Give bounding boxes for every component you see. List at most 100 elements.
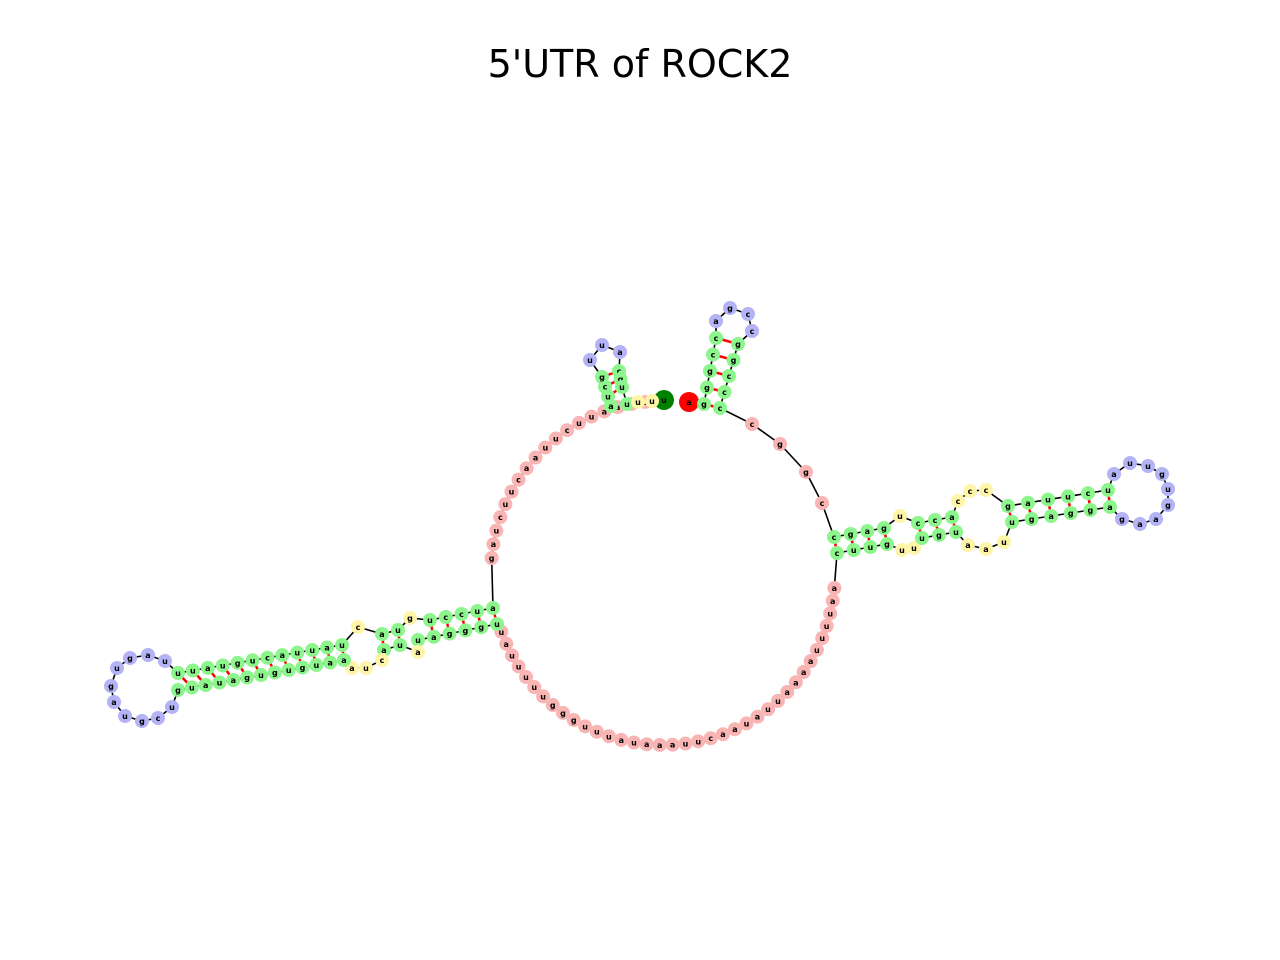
svg-text:u: u — [635, 398, 641, 407]
svg-text:a: a — [865, 527, 870, 536]
svg-text:u: u — [851, 546, 857, 555]
svg-text:g: g — [127, 654, 133, 663]
svg-text:u: u — [1105, 486, 1111, 495]
stem-nucleotide: u — [915, 531, 929, 545]
svg-text:u: u — [542, 444, 548, 453]
five-prime-end: u — [654, 390, 674, 410]
svg-text:a: a — [755, 713, 760, 722]
internal-loop-nucleotide: c — [979, 483, 993, 497]
exterior-loop-nucleotide: u — [571, 415, 586, 430]
svg-text:c: c — [835, 549, 840, 558]
svg-text:u: u — [395, 626, 401, 635]
stem-nucleotide: a — [426, 629, 441, 644]
svg-text:a: a — [617, 348, 622, 357]
svg-text:a: a — [490, 604, 495, 613]
svg-text:a: a — [608, 402, 613, 411]
svg-text:c: c — [265, 654, 270, 663]
svg-text:c: c — [820, 499, 825, 508]
svg-text:u: u — [867, 543, 873, 552]
svg-text:c: c — [956, 497, 961, 506]
svg-text:u: u — [824, 622, 830, 631]
svg-text:c: c — [984, 486, 989, 495]
stem-nucleotide: g — [731, 337, 745, 351]
exterior-loop-nucleotide: c — [511, 472, 526, 487]
svg-text:g: g — [1159, 470, 1165, 479]
stem-nucleotide: g — [697, 397, 711, 411]
svg-text:a: a — [491, 540, 496, 549]
stem-nucleotide: g — [1001, 499, 1015, 513]
internal-loop-nucleotide: u — [997, 535, 1011, 549]
exterior-loop-nucleotide: u — [578, 719, 593, 734]
internal-loop-nucleotide: u — [359, 661, 373, 675]
svg-text:g: g — [235, 659, 241, 668]
hairpin-loop-nucleotide: c — [745, 324, 759, 338]
svg-text:u: u — [899, 546, 905, 555]
svg-text:g: g — [881, 524, 887, 533]
exterior-loop-nucleotide: a — [827, 580, 842, 595]
svg-text:u: u — [531, 683, 537, 692]
svg-text:c: c — [722, 388, 727, 397]
svg-text:g: g — [175, 686, 181, 695]
base-pair-layer — [177, 336, 1112, 689]
exterior-loop-nucleotide: g — [566, 713, 581, 728]
stem-nucleotide: a — [275, 648, 290, 663]
svg-text:u: u — [1127, 459, 1133, 468]
stem-nucleotide: c — [722, 369, 736, 383]
stem-nucleotide: u — [949, 525, 963, 539]
svg-text:u: u — [493, 527, 499, 536]
svg-text:c: c — [718, 404, 723, 413]
svg-text:g: g — [139, 717, 145, 726]
svg-text:c: c — [714, 334, 719, 343]
stem-nucleotide: g — [1063, 506, 1078, 520]
stem-nucleotide: g — [595, 370, 609, 384]
stem-nucleotide: c — [260, 650, 275, 665]
stem-nucleotide: a — [226, 673, 241, 687]
svg-text:a: a — [644, 740, 649, 749]
stem-nucleotide: a — [323, 655, 338, 670]
svg-text:g: g — [936, 531, 942, 540]
svg-text:c: c — [746, 310, 751, 319]
exterior-loop-nucleotide: a — [716, 727, 731, 742]
svg-text:a: a — [231, 676, 236, 685]
svg-text:u: u — [1165, 485, 1171, 494]
svg-text:a: a — [793, 678, 798, 687]
svg-text:a: a — [657, 741, 662, 750]
internal-loop-nucleotide: c — [963, 484, 977, 498]
exterior-loop-nucleotide: c — [703, 731, 718, 746]
exterior-loop-nucleotide: g — [484, 551, 499, 566]
svg-text:a: a — [111, 698, 116, 707]
exterior-loop-nucleotide: c — [560, 423, 575, 438]
hairpin-loop-nucleotide: u — [1161, 482, 1175, 496]
svg-text:a: a — [415, 648, 420, 657]
svg-text:c: c — [916, 519, 921, 528]
svg-text:u: u — [415, 636, 421, 645]
svg-text:a: a — [983, 545, 988, 554]
svg-text:u: u — [553, 434, 559, 443]
svg-text:a: a — [203, 681, 208, 690]
hairpin-loop-nucleotide: a — [613, 345, 627, 359]
hairpin-loop-nucleotide: g — [104, 679, 118, 693]
stem-nucleotide: c — [713, 401, 727, 415]
stem-nucleotide: u — [185, 663, 200, 678]
svg-text:u: u — [286, 666, 292, 675]
exterior-loop-nucleotide: u — [589, 724, 604, 739]
svg-text:g: g — [478, 623, 484, 632]
svg-text:g: g — [848, 530, 854, 539]
stem-nucleotide: a — [1021, 495, 1035, 510]
internal-loop-nucleotide: a — [411, 645, 425, 659]
stem-nucleotide: c — [928, 513, 942, 527]
svg-text:u: u — [397, 641, 403, 650]
svg-text:a: a — [801, 668, 806, 677]
svg-text:c: c — [156, 714, 161, 723]
exterior-loop-nucleotide: a — [825, 593, 840, 608]
hairpin-loop-nucleotide: a — [107, 695, 121, 709]
stem-nucleotide: g — [240, 670, 255, 685]
exterior-loop-nucleotide: u — [815, 631, 830, 646]
svg-text:u: u — [175, 669, 181, 678]
hairpin-loop-nucleotide: u — [595, 338, 609, 352]
stem-nucleotide: u — [1061, 489, 1075, 504]
svg-text:a: a — [785, 688, 790, 697]
stem-nucleotide: a — [337, 653, 351, 667]
svg-text:g: g — [244, 674, 250, 683]
